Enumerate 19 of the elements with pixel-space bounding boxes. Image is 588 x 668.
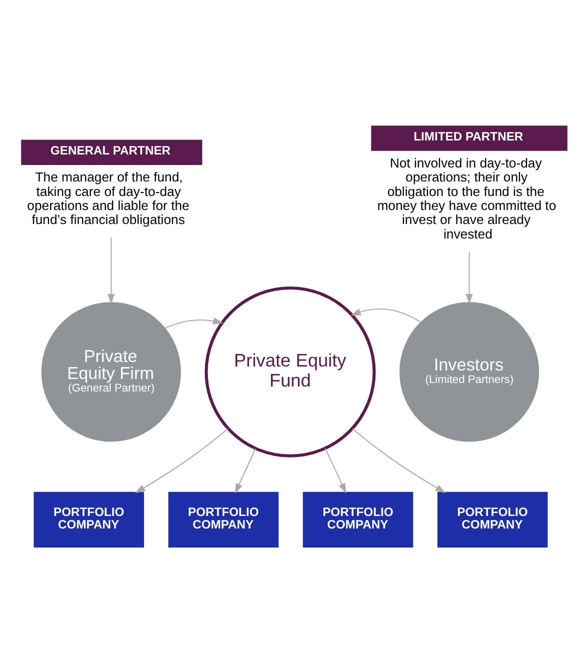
node-label: Not involved in day-to-day operations; their only obligation to the fund is the money they have committed to invest or have already invested [377, 155, 556, 242]
node-box: PORTFOLIO COMPANY [168, 492, 279, 548]
node-circle: Investors (Limited Partners) [399, 302, 540, 442]
arrow [164, 318, 224, 329]
arrow [350, 308, 422, 323]
node-box: LIMITED PARTNER [371, 126, 568, 151]
arrow [234, 448, 256, 494]
node-box: PORTFOLIO COMPANY [437, 492, 548, 548]
arrow [352, 428, 446, 493]
arrow [324, 448, 346, 494]
node-circle: Private Equity Fund [204, 286, 376, 458]
node-label: The manager of the fund, taking care of day-to-day operations and liable for the fund’s financial obligations [27, 170, 190, 228]
node-circle: Private Equity Firm (General Partner) [41, 302, 181, 442]
node-box: PORTFOLIO COMPANY [302, 492, 414, 548]
node-box: PORTFOLIO COMPANY [34, 492, 144, 548]
arrow [135, 428, 228, 494]
arrow [466, 252, 473, 304]
arrow [108, 238, 115, 304]
node-box: GENERAL PARTNER [21, 140, 202, 166]
